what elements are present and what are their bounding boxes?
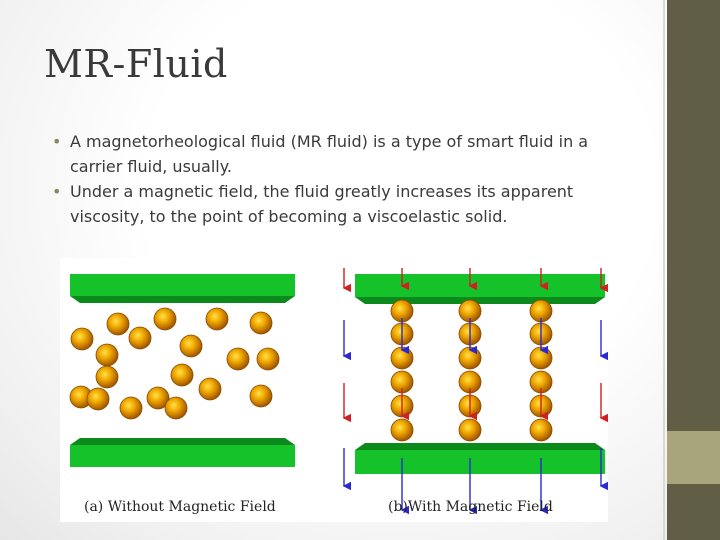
bullet-item: • A magnetorheological fluid (MR fluid) … xyxy=(52,129,642,179)
bullet-list: • A magnetorheological fluid (MR fluid) … xyxy=(52,129,642,229)
particle xyxy=(119,396,143,420)
particle xyxy=(226,347,250,371)
particle xyxy=(164,396,188,420)
top-plate xyxy=(355,274,605,297)
slide-title: MR-Fluid xyxy=(44,42,228,86)
bullet-text: A magnetorheological fluid (MR fluid) is… xyxy=(70,132,589,176)
particle xyxy=(86,387,110,411)
particle xyxy=(106,312,130,336)
particle xyxy=(390,346,414,370)
top-plate-bevel xyxy=(355,297,605,304)
particle xyxy=(205,307,229,331)
particle xyxy=(529,418,553,442)
particle xyxy=(179,334,203,358)
bullet-dot-icon: • xyxy=(52,182,62,201)
particle xyxy=(146,386,170,410)
particle xyxy=(458,418,482,442)
particle xyxy=(170,363,194,387)
bottom-plate xyxy=(70,445,295,467)
particle xyxy=(249,384,273,408)
bullet-text: Under a magnetic field, the fluid greatl… xyxy=(70,182,574,226)
particle xyxy=(529,346,553,370)
bottom-plate-bevel xyxy=(355,443,605,450)
bullet-item: • Under a magnetic field, the fluid grea… xyxy=(52,179,642,229)
panel-with-field xyxy=(342,268,608,515)
bullet-dot-icon: • xyxy=(52,132,62,151)
caption-with-field: (b)With Magnetic Field xyxy=(388,499,553,515)
particle xyxy=(128,326,152,350)
particle xyxy=(249,311,273,335)
particle xyxy=(198,377,222,401)
particle xyxy=(458,346,482,370)
side-divider xyxy=(663,0,665,540)
particle xyxy=(153,307,177,331)
bottom-plate xyxy=(355,450,605,474)
particle xyxy=(95,343,119,367)
particle xyxy=(256,347,280,371)
bottom-plate-bevel xyxy=(70,438,295,445)
caption-without-field: (a) Without Magnetic Field xyxy=(84,499,276,515)
side-panel-accent xyxy=(667,431,720,484)
particle xyxy=(95,365,119,389)
particle xyxy=(390,418,414,442)
top-plate xyxy=(70,274,295,296)
mr-fluid-figure: (a) Without Magnetic Field (b)With Magne… xyxy=(60,258,608,522)
panel-without-field xyxy=(69,274,295,467)
mr-fluid-illustration xyxy=(69,268,608,515)
top-plate-bevel xyxy=(70,296,295,303)
particle xyxy=(70,327,94,351)
